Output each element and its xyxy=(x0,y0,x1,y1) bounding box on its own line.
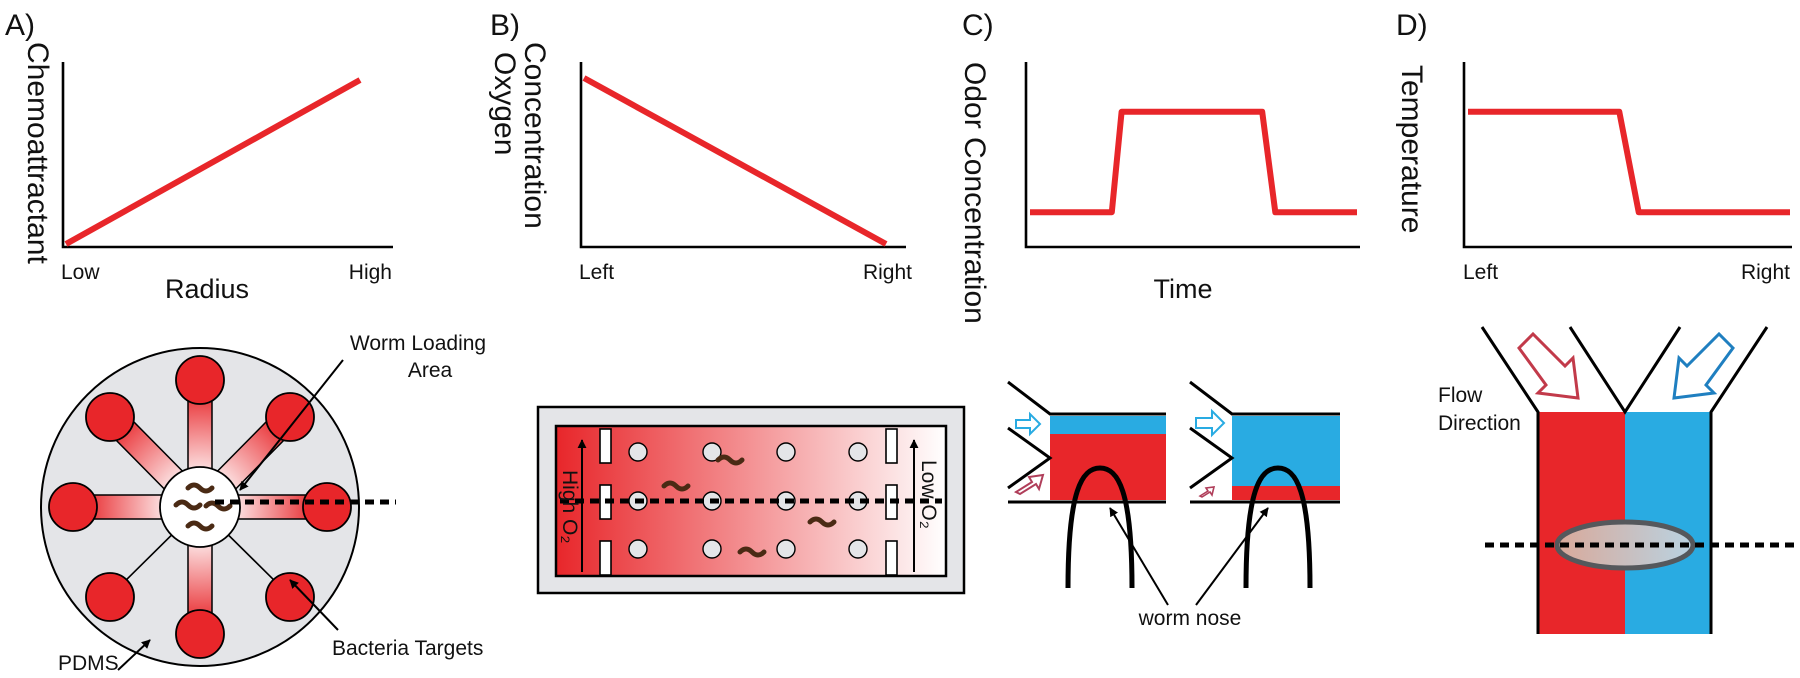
panel-a-chemoattractant-line xyxy=(64,77,362,247)
bacteria-target xyxy=(265,572,315,622)
buffer-inlet-arrow xyxy=(1195,408,1226,438)
panel-a-tick-low: Low xyxy=(61,261,100,284)
panel-a-label: A) xyxy=(5,9,35,42)
targets-label: Bacteria Targets xyxy=(332,637,483,660)
bacteria-target xyxy=(175,355,225,405)
bacteria-target xyxy=(85,572,135,622)
nose-pointer xyxy=(1109,507,1169,606)
buffer-stream xyxy=(1232,416,1340,486)
panel-d-label: D) xyxy=(1396,9,1428,42)
panel-c-label: C) xyxy=(962,9,994,42)
odor-stream xyxy=(1232,486,1340,500)
bacteria-target xyxy=(175,609,225,659)
panel-d-tick-left: Left xyxy=(1463,261,1498,284)
panel-c: C) Odor Concentration Time xyxy=(958,9,1360,630)
flow-label-line2: Direction xyxy=(1438,412,1521,435)
high-o2-label: High O₂ xyxy=(558,470,581,544)
buffer-inlet-arrow xyxy=(1015,411,1042,437)
cool-inlet-arrow xyxy=(1672,331,1735,400)
panel-a-x-label: Radius xyxy=(165,274,249,304)
channel-wall xyxy=(1007,380,1166,416)
channel-wall xyxy=(1189,380,1340,416)
odor-inlet-arrow xyxy=(1013,473,1045,496)
panel-c-odor-pulse-line xyxy=(1030,108,1357,216)
panel-d-temperature-line xyxy=(1468,108,1790,216)
pdms-label: PDMS xyxy=(58,652,119,675)
low-o2-label: Low O₂ xyxy=(917,460,940,529)
panel-b-tick-left: Left xyxy=(579,261,614,284)
loading-area-pointer xyxy=(239,359,344,491)
channel-wall xyxy=(1007,426,1053,490)
channel-wall xyxy=(1709,326,1769,634)
loading-area-label-line2: Area xyxy=(408,359,453,382)
worm-nose-label: worm nose xyxy=(1138,607,1242,630)
pillar-array xyxy=(628,442,868,559)
o2-worms xyxy=(661,454,837,558)
panel-c-axes xyxy=(1024,62,1360,249)
panel-a-y-label: Chemoattractant xyxy=(21,42,54,264)
panel-d: D) Temperature Left Right Flow Direction xyxy=(1395,9,1795,634)
odor-channel-on xyxy=(1007,380,1166,589)
panel-b-axes xyxy=(579,62,906,249)
worm-body xyxy=(1243,465,1313,589)
odor-channel-off xyxy=(1189,380,1340,589)
odor-inlet-arrow xyxy=(1198,486,1216,498)
panel-b-y-label-line1: Oxygen xyxy=(488,52,521,155)
channel-wall xyxy=(1189,426,1235,490)
worms xyxy=(173,482,233,532)
panel-d-axes xyxy=(1462,62,1792,249)
worm-body xyxy=(1065,465,1135,589)
buffer-stream xyxy=(1050,416,1166,434)
panel-b-oxygen-line xyxy=(582,75,888,247)
odor-stream xyxy=(1050,434,1166,500)
radial-channels xyxy=(48,355,352,659)
targets-pointer xyxy=(289,579,339,631)
panel-d-tick-right: Right xyxy=(1741,261,1790,284)
panel-c-x-label: Time xyxy=(1154,274,1213,304)
panel-d-y-label: Temperature xyxy=(1395,65,1428,233)
loading-area-label-line1: Worm Loading xyxy=(350,332,486,355)
panel-b-tick-right: Right xyxy=(863,261,912,284)
panel-c-y-label: Odor Concentration xyxy=(958,62,991,324)
nose-pointer xyxy=(1195,507,1269,606)
panel-a-tick-high: High xyxy=(349,261,392,284)
warm-inlet-arrow xyxy=(1517,331,1580,400)
pdms-pointer xyxy=(117,639,151,671)
panel-b: B) Oxygen Concentration Left Right xyxy=(488,9,966,595)
bacteria-target xyxy=(48,482,98,532)
bacteria-target xyxy=(265,392,315,442)
panel-a-axes xyxy=(61,62,393,249)
flow-label-line1: Flow xyxy=(1438,384,1483,407)
panel-a: A) Chemoattractant Low High Radius xyxy=(5,9,486,675)
channel-wall xyxy=(1568,326,1682,415)
panel-b-y-label-line2: Concentration xyxy=(518,42,551,229)
channel-wall xyxy=(1480,326,1540,634)
bacteria-target xyxy=(85,392,135,442)
bacteria-target xyxy=(302,482,352,532)
panel-b-label: B) xyxy=(490,9,520,42)
